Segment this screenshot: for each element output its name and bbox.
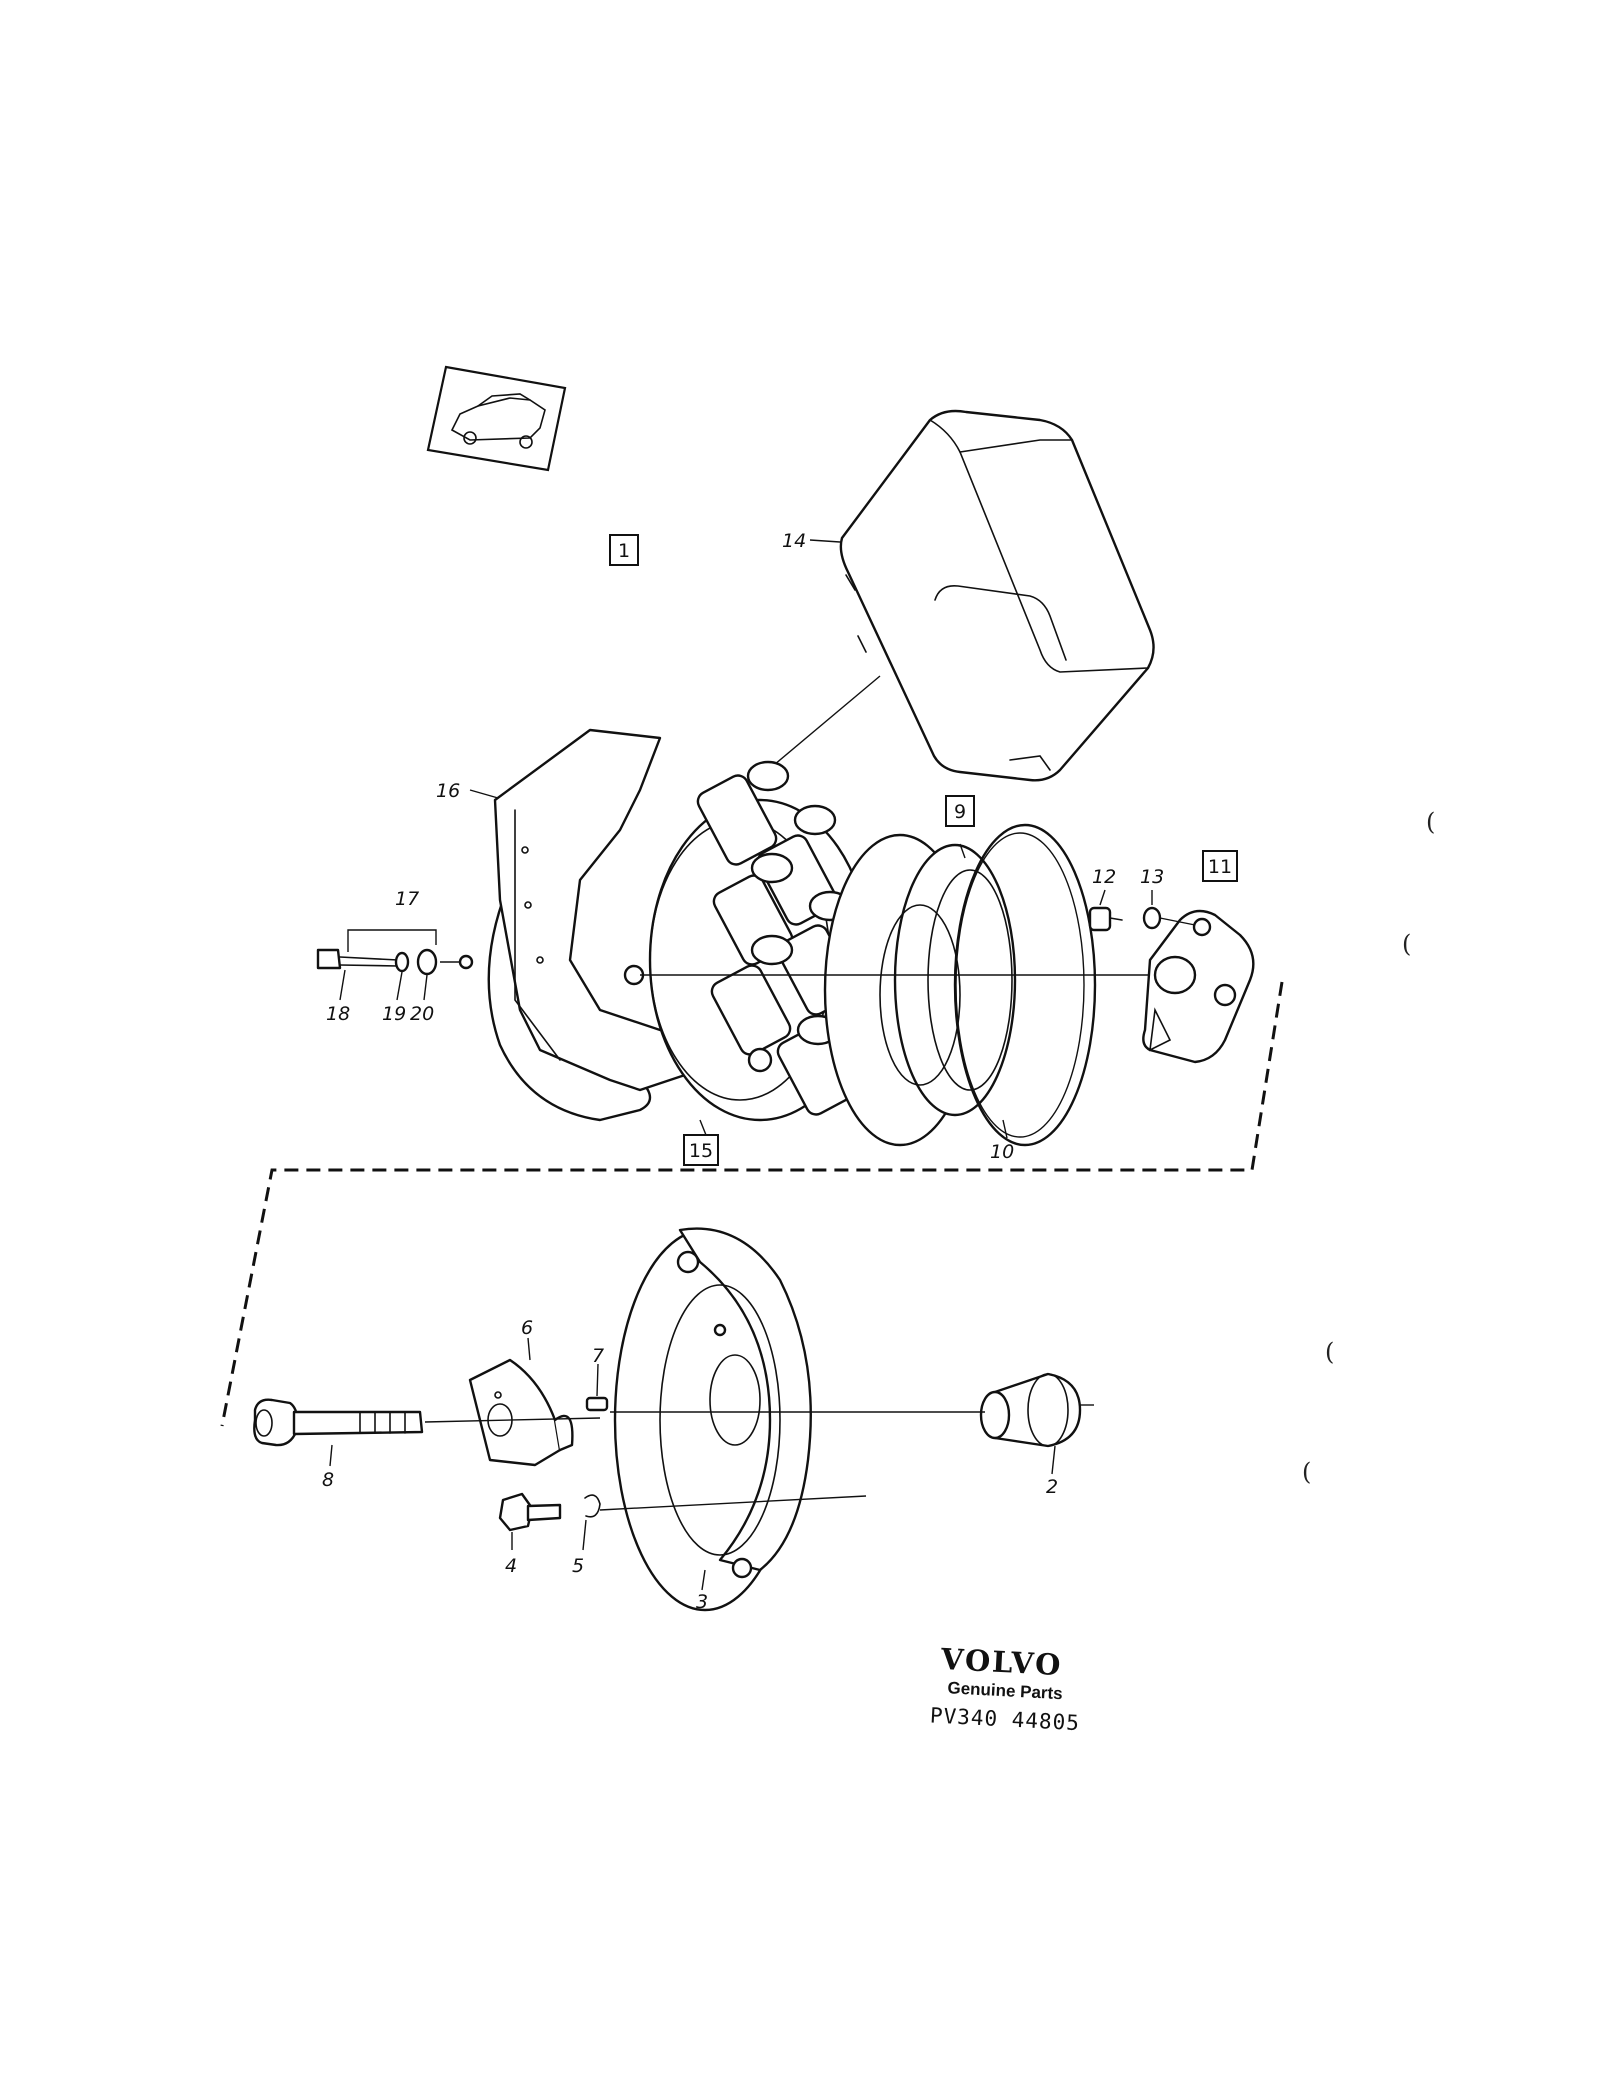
callout-3: 3 [696, 1591, 708, 1613]
callout-17: 17 [395, 888, 419, 910]
svg-text:9: 9 [954, 801, 966, 823]
callout-8: 8 [322, 1469, 334, 1491]
callout-18: 18 [326, 1003, 350, 1025]
margin-mark: ( [1426, 808, 1435, 836]
brand-block: VOLVO Genuine Parts PV340 44805 [929, 1642, 1080, 1735]
callout-20: 20 [410, 1003, 434, 1025]
part-4-screw [498, 1492, 562, 1532]
vehicle-thumbnail [426, 365, 567, 472]
part-14-cover [839, 409, 1155, 782]
svg-text:15: 15 [689, 1140, 713, 1162]
part-13-washer [1142, 906, 1196, 930]
callout-13: 13 [1140, 866, 1164, 888]
part-18-bolt [316, 948, 399, 970]
svg-text:1: 1 [618, 540, 630, 562]
part-9-seal-housing [823, 833, 1017, 1147]
svg-text:11: 11 [1208, 856, 1232, 878]
callout-2: 2 [1046, 1476, 1058, 1498]
part-3-housing [613, 1227, 812, 1612]
callout-16: 16 [436, 780, 460, 802]
callout-6: 6 [521, 1317, 533, 1339]
part-6-clamp [468, 1358, 574, 1467]
margin-mark: ( [1302, 1458, 1311, 1486]
part-8-bolt [253, 1398, 424, 1447]
boxed-callout-1: 1 [609, 534, 639, 566]
part-7-pin [585, 1396, 609, 1412]
margin-mark: ( [1402, 930, 1411, 958]
callout-14: 14 [782, 530, 806, 552]
part-20-lock-washer [416, 948, 438, 976]
boxed-callout-11: 11 [1202, 850, 1238, 882]
part-12-screw [1088, 906, 1123, 932]
brand-tagline: Genuine Parts [947, 1678, 1063, 1703]
callout-5: 5 [572, 1555, 584, 1577]
boxed-callout-9: 9 [945, 795, 975, 827]
catalog-code: PV340 44805 [929, 1703, 1080, 1735]
part-11-rotor [1142, 909, 1255, 1064]
part-2-bushing [979, 1372, 1082, 1448]
callout-19: 19 [382, 1003, 406, 1025]
part-19-washer [394, 951, 410, 973]
part-5-washer [584, 1494, 601, 1518]
callout-4: 4 [505, 1555, 517, 1577]
boxed-callout-15: 15 [683, 1134, 719, 1166]
callout-12: 12 [1092, 866, 1116, 888]
callout-10: 10 [990, 1141, 1014, 1163]
margin-mark: ( [1325, 1338, 1334, 1366]
brand-logo: VOLVO [939, 1642, 1063, 1682]
callout-7: 7 [592, 1345, 604, 1367]
part-10-o-ring [953, 823, 1097, 1147]
